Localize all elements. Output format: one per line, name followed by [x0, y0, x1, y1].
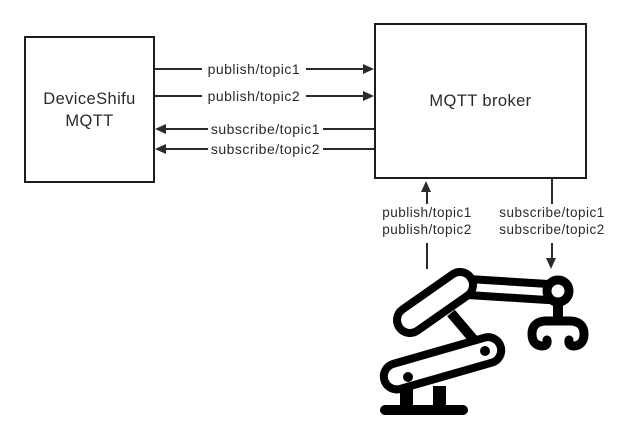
edge-line — [155, 95, 202, 97]
deviceshifu-label-line1: DeviceShifu — [43, 89, 136, 108]
edge-subscribe-topic1: subscribe/topic1 — [155, 121, 374, 137]
edge-line — [166, 148, 208, 150]
edge-line-vertical — [426, 243, 428, 269]
arrowhead-down-icon — [546, 258, 556, 269]
edge-line — [323, 128, 374, 130]
robot-arm-icon — [379, 268, 589, 415]
edge-line — [306, 95, 363, 97]
arrowhead-left-icon — [155, 144, 166, 154]
edge-line — [155, 68, 202, 70]
arrowhead-right-icon — [363, 64, 374, 74]
robot-body — [379, 333, 506, 394]
edge-line-vertical — [551, 243, 553, 260]
edge-device-publish-label: publish/topic1 publish/topic2 — [317, 204, 537, 238]
edge-label: publish/topic2 — [382, 222, 472, 237]
arrowhead-right-icon — [363, 91, 374, 101]
edge-label: subscribe/topic1 — [499, 205, 605, 220]
edge-line-vertical — [551, 179, 553, 204]
edge-line — [306, 68, 363, 70]
edge-line — [166, 128, 208, 130]
edge-label: subscribe/topic2 — [210, 141, 320, 157]
mqtt-broker-box: MQTT broker — [374, 23, 587, 179]
robot-ring-joint — [542, 275, 574, 307]
robot-shoulder — [393, 268, 477, 337]
robot-gripper-claw — [527, 316, 552, 351]
edge-label: publish/topic2 — [207, 88, 301, 104]
edge-line — [323, 148, 374, 150]
mqtt-broker-label: MQTT broker — [429, 92, 532, 110]
deviceshifu-label-line2: MQTT — [65, 111, 114, 130]
deviceshifu-mqtt-box: DeviceShifu MQTT — [24, 36, 155, 183]
edge-line-vertical — [426, 191, 428, 204]
robot-base — [380, 405, 468, 415]
robot-leg — [433, 386, 446, 408]
edge-label: subscribe/topic1 — [210, 121, 320, 137]
robot-joint-dot — [403, 372, 413, 382]
robot-joint-dot — [480, 346, 490, 356]
edge-label: publish/topic1 — [382, 205, 472, 220]
edge-publish-topic1: publish/topic1 — [155, 61, 374, 77]
edge-subscribe-topic2: subscribe/topic2 — [155, 141, 374, 157]
edge-label: subscribe/topic2 — [499, 222, 605, 237]
arrowhead-up-icon — [421, 181, 431, 192]
arrowhead-left-icon — [155, 124, 166, 134]
edge-label: publish/topic1 — [207, 61, 301, 77]
robot-gripper-claw — [564, 316, 589, 351]
edge-device-subscribe-label: subscribe/topic1 subscribe/topic2 — [442, 204, 640, 238]
edge-publish-topic2: publish/topic2 — [155, 88, 374, 104]
robot-strut — [447, 309, 478, 344]
